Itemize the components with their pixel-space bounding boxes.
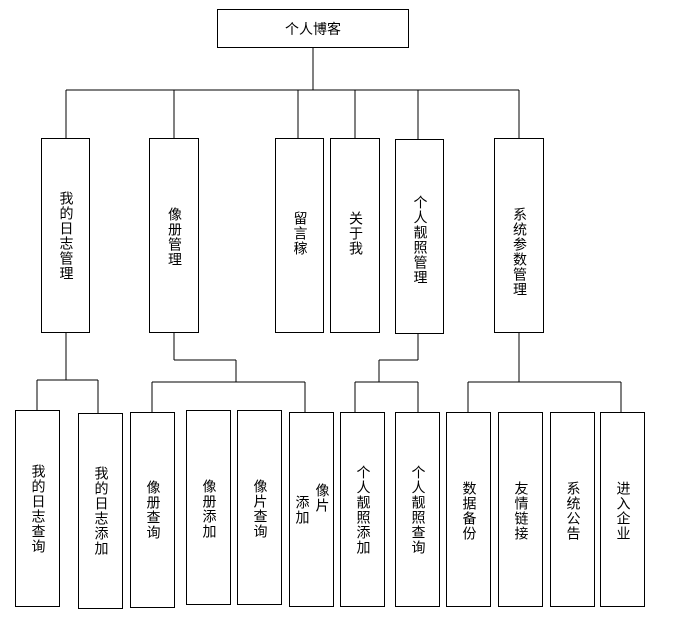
func-data-backup: 数据备份 bbox=[446, 412, 491, 607]
func-label: 数据备份 bbox=[460, 481, 477, 541]
func-label: 个人靓照添加 bbox=[354, 464, 371, 555]
func-album-query: 像册查询 bbox=[130, 412, 175, 608]
module-photo-management: 个人靓照管理 bbox=[395, 139, 444, 334]
func-diary-query: 我的日志查询 bbox=[15, 410, 60, 607]
module-label: 关于我 bbox=[347, 211, 363, 256]
module-label: 系统参数管理 bbox=[511, 207, 527, 297]
module-label: 个人靓照管理 bbox=[411, 195, 428, 285]
module-guestbook: 留言稼 bbox=[275, 138, 324, 333]
func-photo-add: 像片 添加 bbox=[289, 412, 334, 607]
module-diary-management: 我的日志管理 bbox=[41, 138, 90, 333]
func-label: 像册添加 bbox=[200, 479, 217, 539]
func-label: 系统公告 bbox=[564, 481, 581, 541]
func-label: 像片查询 bbox=[251, 479, 268, 539]
module-label: 留言稼 bbox=[291, 211, 308, 256]
func-friend-links: 友情链接 bbox=[498, 412, 543, 607]
func-label: 我的日志添加 bbox=[92, 466, 109, 556]
func-enter-enterprise: 进入企业 bbox=[600, 412, 645, 607]
func-label: 友情链接 bbox=[512, 481, 529, 541]
module-about-me: 关于我 bbox=[330, 138, 380, 333]
func-label-col1: 像片 bbox=[313, 483, 330, 513]
func-system-notice: 系统公告 bbox=[550, 412, 595, 607]
func-photo-query: 像片查询 bbox=[237, 410, 282, 605]
func-label: 进入企业 bbox=[614, 481, 631, 541]
module-label: 我的日志管理 bbox=[57, 190, 74, 281]
func-label: 像册查询 bbox=[144, 480, 161, 540]
module-album-management: 像册管理 bbox=[149, 138, 199, 333]
module-label: 像册管理 bbox=[166, 207, 182, 267]
func-label-col2: 添加 bbox=[293, 495, 310, 525]
func-photo-shot-query: 个人靓照查询 bbox=[395, 412, 440, 607]
func-album-add: 像册添加 bbox=[186, 410, 231, 605]
func-label-columns: 像片 添加 bbox=[294, 483, 330, 525]
module-system-settings: 系统参数管理 bbox=[494, 138, 544, 333]
root-node: 个人博客 bbox=[217, 9, 409, 48]
func-label: 我的日志查询 bbox=[29, 463, 46, 554]
func-photo-shot-add: 个人靓照添加 bbox=[340, 412, 385, 607]
root-label: 个人博客 bbox=[285, 21, 341, 38]
func-diary-add: 我的日志添加 bbox=[78, 413, 123, 609]
func-label: 个人靓照查询 bbox=[409, 464, 426, 555]
